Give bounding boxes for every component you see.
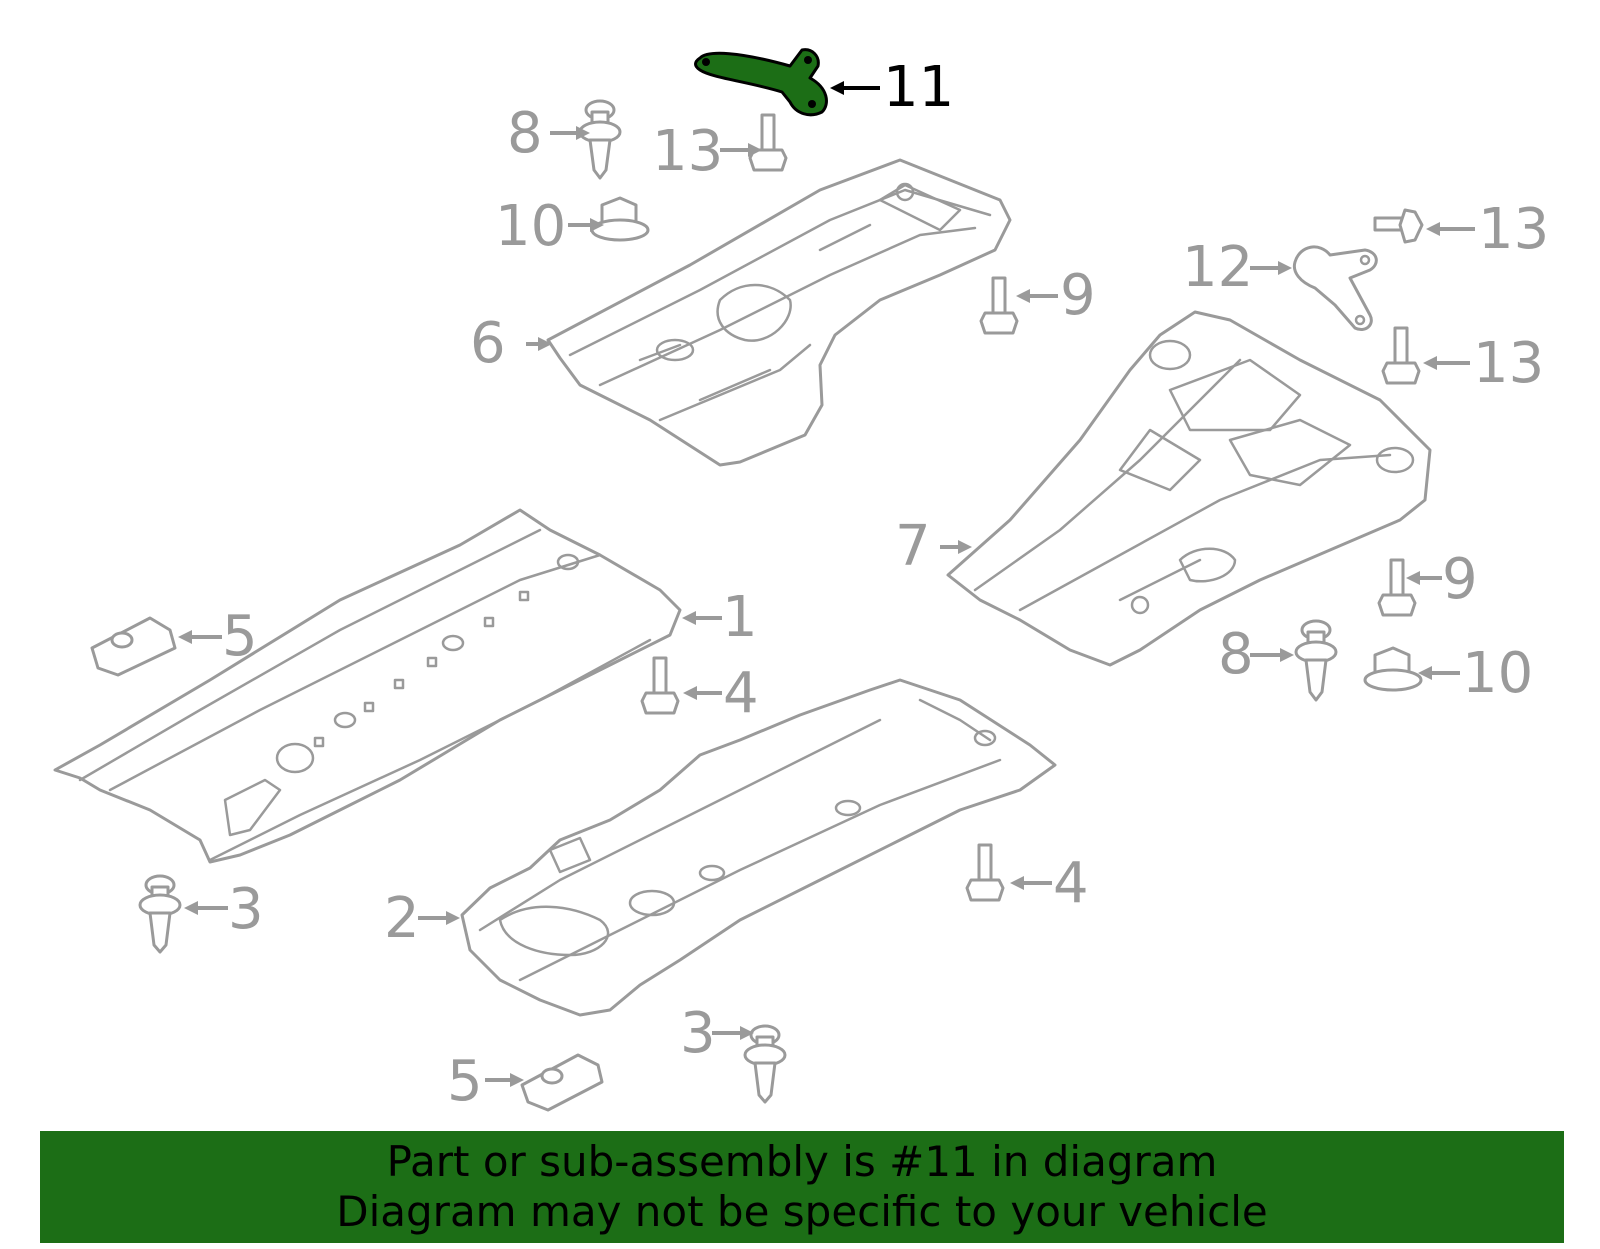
callout-13-right-a: 13: [1478, 197, 1549, 262]
callout-1: 1: [722, 585, 758, 650]
part-1-undercover: [53, 508, 682, 864]
info-banner: Part or sub-assembly is #11 in diagram D…: [40, 1131, 1564, 1243]
callout-4-right: 4: [1053, 851, 1089, 916]
fastener-8-clip-b: [1294, 619, 1338, 702]
callout-3-left: 3: [228, 877, 264, 942]
callout-8-right: 8: [1218, 622, 1254, 687]
part-2-undercover: [460, 678, 1057, 1017]
fastener-3-clip-b: [743, 1024, 787, 1104]
part-7-shield: [946, 310, 1432, 667]
callout-10-top: 10: [495, 194, 566, 259]
callout-3-bottom: 3: [680, 1001, 716, 1066]
fastener-13-bolt-top: [748, 113, 788, 172]
fastener-5-clip-a: [90, 616, 177, 677]
fastener-10-nut-b: [1363, 646, 1423, 692]
callout-5-left: 5: [222, 604, 258, 669]
callout-12: 12: [1182, 235, 1253, 300]
callout-11: 11: [883, 55, 954, 120]
callout-7: 7: [895, 514, 931, 579]
fastener-4-bolt-a: [640, 656, 680, 715]
fastener-3-clip-a: [138, 874, 182, 954]
banner-line-1: Part or sub-assembly is #11 in diagram: [386, 1137, 1218, 1186]
fastener-10-nut-top: [590, 196, 650, 242]
callout-9-top: 9: [1060, 263, 1096, 328]
fastener-13-bolt-c: [1381, 326, 1421, 385]
fastener-9-bolt-a: [979, 276, 1019, 335]
banner-line-2: Diagram may not be specific to your vehi…: [336, 1187, 1268, 1236]
callout-2: 2: [384, 886, 420, 951]
part-6-shield: [546, 158, 1012, 467]
callout-13-top: 13: [652, 119, 723, 184]
fastener-4-bolt-b: [965, 843, 1005, 902]
callout-8-top: 8: [507, 101, 543, 166]
callout-arrows: [178, 81, 1475, 1087]
callout-10-right: 10: [1462, 641, 1533, 706]
callout-4-center: 4: [723, 661, 759, 726]
callout-13-right-b: 13: [1473, 331, 1544, 396]
fastener-9-bolt-b: [1377, 558, 1417, 617]
part-12-bracket: [1292, 245, 1378, 331]
fastener-13-bolt-b: [1373, 208, 1424, 244]
fastener-8-clip-top: [578, 99, 622, 180]
fastener-5-clip-b: [520, 1053, 604, 1112]
part-11-bracket: [694, 48, 828, 117]
callout-9-right: 9: [1442, 547, 1478, 612]
callout-5-bottom: 5: [447, 1049, 483, 1114]
callout-6: 6: [470, 311, 506, 376]
